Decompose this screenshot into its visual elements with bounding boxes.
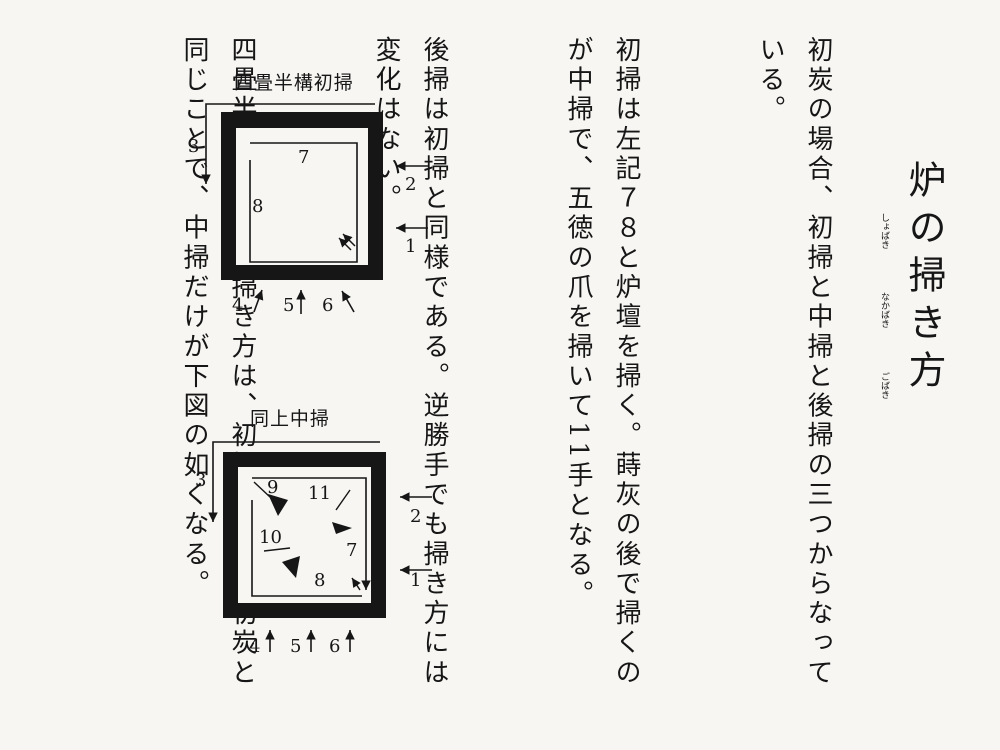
diagram-1-hearth xyxy=(201,103,428,314)
diagram-1-labels: 3 2 1 7 8 4 5 6 xyxy=(188,136,416,316)
diagram-2-label-8: 8 xyxy=(314,570,325,591)
diagram-2-hearth xyxy=(208,441,432,652)
diagram-1-label-5: 5 xyxy=(283,295,294,316)
diagram-2-label-10: 10 xyxy=(259,527,282,548)
diagram-2-label-1: 1 xyxy=(410,570,421,591)
diagram-2-label-11: 11 xyxy=(308,483,331,504)
paragraph-1: 初炭の場合、初掃と中掃と後掃の三つからなっている。 xyxy=(755,36,833,689)
diagram-2-label-5: 5 xyxy=(290,636,301,657)
diagram-2-label-3: 3 xyxy=(195,470,206,491)
furigana-gobaki: ごばき xyxy=(879,372,889,399)
diagram-2-label-4: 4 xyxy=(249,636,260,657)
diagram-1-label-2: 2 xyxy=(405,174,416,195)
diagram-2-label-2: 2 xyxy=(410,506,421,527)
diagram-1-label-4: 4 xyxy=(232,295,243,316)
diagram-1-label-1: 1 xyxy=(405,236,416,257)
diagram-2-label-7: 7 xyxy=(346,540,357,561)
diagram-1-label-8: 8 xyxy=(252,196,263,217)
furigana-shobaki: しょばき xyxy=(879,213,889,249)
paragraph-2: 初掃は左記７８と炉壇を掃く。蒔灰の後で掃くのが中掃で、五徳の爪を掃いて11手とな… xyxy=(563,36,641,689)
section-title: 炉の掃き方 xyxy=(902,160,946,398)
diagram-2-label-9: 9 xyxy=(267,477,278,498)
diagram-2-title: 同上中掃 xyxy=(250,408,330,430)
diagram-1-label-7: 7 xyxy=(298,147,309,168)
furigana-nakabaki: なかばき xyxy=(879,292,889,328)
diagram-2-labels: 3 2 1 9 11 10 7 8 4 5 6 xyxy=(195,470,421,657)
diagram-1-label-3: 3 xyxy=(188,136,199,157)
diagram-1-title: 四畳半構初掃 xyxy=(234,72,354,94)
paragraph-3: 後掃は初掃と同様である。逆勝手でも掃き方には変化はない。 xyxy=(371,36,449,689)
diagram-1-label-6: 6 xyxy=(322,295,333,316)
diagram-2-label-6: 6 xyxy=(329,636,340,657)
